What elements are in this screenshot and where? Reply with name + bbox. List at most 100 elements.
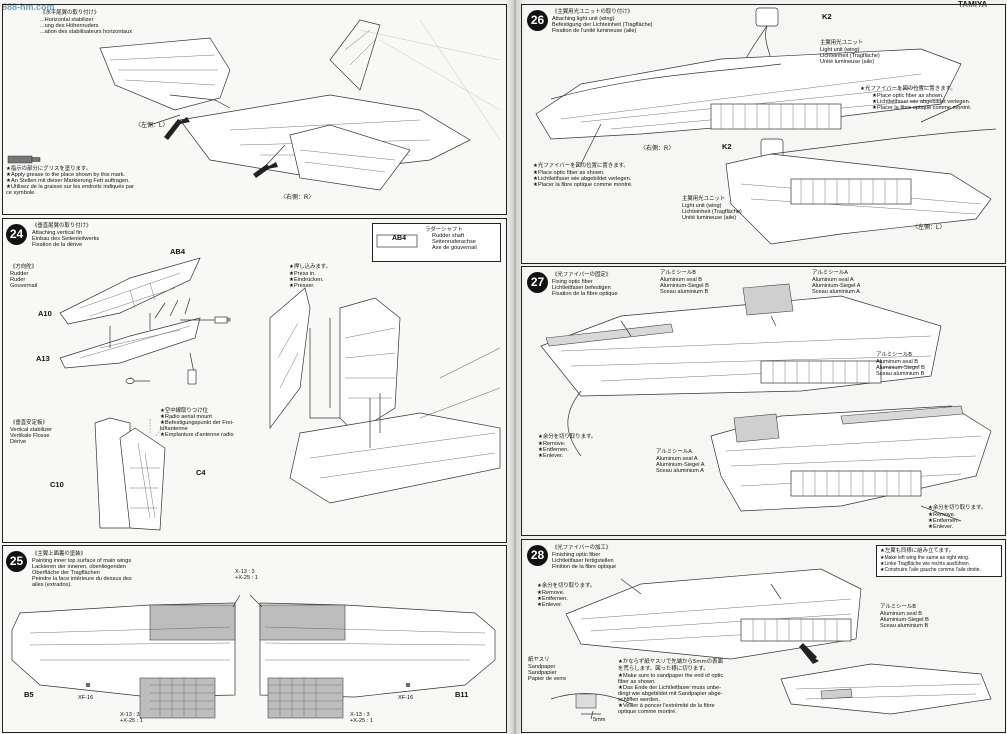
rudder-en: Rudder: [10, 271, 29, 277]
press-en: ★Press in.: [289, 271, 316, 277]
stab-jp: 《垂直安定板》: [10, 420, 48, 426]
step-28-sealb-jp: アルミシールB: [880, 604, 916, 610]
step-25-title-en: Painting inner top surface of main wings: [32, 558, 132, 564]
fiber2-en: ★Place optic fiber as shown.: [533, 170, 605, 176]
unit2-de: Lichteinheit (Tragfläche): [682, 209, 742, 215]
step-25-title-de2: Oberfläche der Tragflächen: [32, 570, 100, 576]
sandpaper-fr: Papier de verre: [528, 676, 567, 682]
step-24-title-fr: Fixation de la dérive: [32, 242, 83, 248]
step-27-title-jp: 《光ファイバーの固定》: [552, 272, 612, 278]
remove-en: ★Remove.: [538, 441, 566, 447]
left-wing-note-jp: ★左翼も同様に組み立てます。: [880, 548, 955, 554]
mix1-b: +X-25 : 1: [235, 575, 258, 581]
part-c10: C10: [50, 480, 64, 489]
sealb2-en: Aluminum seal B: [876, 359, 918, 365]
step-27-title-en: Fixing optic fiber: [552, 279, 593, 285]
press-jp: ★押し込みます。: [289, 264, 332, 270]
mix2-b: +X-25 : 1: [120, 718, 143, 724]
sandpaper-jp: 紙ヤスリ: [528, 657, 550, 663]
step-top-title-en: ...Horizontal stabilizer: [40, 17, 94, 23]
stab-fr: Dérive: [10, 439, 27, 445]
unit2-jp: 主翼用光ユニット: [682, 196, 726, 202]
part-a10: A10: [38, 309, 52, 318]
fiber-de: ★Lichtleitfaser wie abgebildet verlegen.: [872, 99, 971, 105]
unit2-en: Light unit (wing): [682, 203, 722, 209]
measure-5mm: 5mm: [593, 717, 606, 723]
sandnote-fr: ★Veiller à poncer l'extrémité de la fibr…: [618, 703, 715, 709]
sealb2-fr: Sceau aluminium B: [876, 371, 925, 377]
step-24-title-jp: 《垂直尾翼の取り付け》: [32, 223, 92, 229]
step-26-side-l: 〈左側：L〉: [912, 225, 946, 231]
remove-de: ★Entfernen.: [538, 447, 569, 453]
part-c4: C4: [196, 468, 206, 477]
step-25-title-de: Lackieren der inneren, obenliegenden: [32, 564, 126, 570]
left-wing-note-en: ★Make left wing the same as right wing.: [880, 555, 970, 561]
step-24-panel: [2, 218, 507, 543]
page-gutter: [505, 0, 525, 734]
rudder-de: Ruder: [10, 277, 26, 283]
step-top-note-de: ★An Stellen mit dieser Markierung Fett a…: [6, 178, 130, 184]
left-wing-note-de: ★Linke Tragfläche wie rechts ausführen.: [880, 561, 971, 567]
part-b5: B5: [24, 690, 34, 699]
mix2-a: X-13 : 3: [120, 712, 140, 718]
sealb-jp: アルミシールB: [660, 270, 696, 276]
aerial-de: ★Befestigungspunkt der Frei-: [160, 420, 234, 426]
seala2-en: Aluminum seal A: [656, 456, 698, 462]
rudder-fr: Gouvernail: [10, 283, 38, 289]
sandnote-de3: schliffen werden.: [618, 697, 660, 703]
seala-jp: アルミシールA: [812, 270, 848, 276]
step-26-number: 26: [527, 10, 548, 31]
step-26-title-en: Attaching light unit (wing): [552, 16, 615, 22]
seala2-de: Aluminium-Siegel A: [656, 462, 705, 468]
step-28-title-en: Finishing optic fiber: [552, 552, 601, 558]
stab-de: Vertikale Flosse: [10, 433, 50, 439]
step-28-remove-fr: ★Enlever.: [537, 602, 563, 608]
part-num-8: ⑧: [226, 318, 232, 324]
step-top-note-fr2: ce symbole.: [6, 190, 36, 196]
sandnote-jp2: を荒らします。図った様に切ります。: [618, 666, 709, 672]
step-26-title-fr: Fixation de l'unité lumineuse (aile): [552, 28, 637, 34]
step-28-number: 28: [527, 545, 548, 566]
step-27-title-fr: Fixation de la fibre optique: [552, 291, 618, 297]
rudder-shaft-part: AB4: [392, 235, 407, 242]
step-top-side-l: 〈左側：L〉: [135, 123, 169, 129]
light-unit-diagram: [535, 7, 997, 245]
press-fr: ★Presser.: [289, 283, 315, 289]
fiber-fr: ★Placer la fibre optique comme montré.: [872, 105, 972, 111]
stab-en: Vertical stabilizer: [10, 427, 52, 433]
sealb-de: Aluminium-Siegel B: [660, 283, 709, 289]
rudder-shaft-de: Seitenruderachse: [432, 239, 476, 245]
fiber2-jp: ★光ファイバーを図の位置に置きます。: [533, 163, 629, 169]
watermark-logo: 888-hm.com: [2, 2, 55, 12]
unit-fr: Unité lumineuse (aile): [820, 59, 875, 65]
part-ab4: AB4: [170, 247, 186, 256]
aerial-jp: ★空中線取りつけ位: [160, 408, 209, 414]
unit-jp: 主翼用光ユニット: [820, 40, 864, 46]
mix3-b: +X-25 : 1: [350, 718, 373, 724]
seala-fr: Sceau aluminium A: [812, 289, 860, 295]
k2-bottom: K2: [722, 142, 732, 151]
mix1-a: X-13 : 3: [235, 569, 255, 575]
step-top-note-en: ★Apply grease to the place shown by this…: [6, 172, 126, 178]
step-26-title-de: Befestigung der Lichteinheit (Tragfläche…: [552, 22, 653, 28]
step-26-side-r: 〈右側：R〉: [640, 146, 675, 152]
sandnote-fr2: optique comme montré.: [618, 709, 677, 715]
sealb2-jp: アルミシールB: [876, 352, 912, 358]
step-top-title-jp: 《水平尾翼の取り付け》: [40, 10, 100, 16]
seala-de: Aluminium-Siegel A: [812, 283, 861, 289]
step-25-title-fr: Peindre la face intérieure du dessus des: [32, 576, 132, 582]
rudder-shaft-icon: [376, 234, 418, 248]
sealb-fr: Sceau aluminium B: [660, 289, 709, 295]
aerial-de2: luftantenne: [160, 426, 188, 432]
step-top-note-fr: ★Utilisez de la graisse sur les endroits…: [6, 184, 134, 190]
unit-de: Lichteinheit (Tragfläche): [820, 53, 880, 59]
vertical-fin-diagram: [59, 257, 501, 531]
step-top-title-fr: ...ation des stabilisateurs horizontaux: [40, 29, 133, 35]
unit-en: Light unit (wing): [820, 47, 860, 53]
step-24-number: 24: [6, 224, 27, 245]
step-top-note-jp: ★指示の部分にグリスを塗ります。: [6, 166, 92, 172]
rudder-shaft-jp: ラダーシャフト: [425, 227, 463, 233]
fiber-en: ★Place optic fiber as shown.: [872, 93, 944, 99]
step-28-sealb-fr: Sceau aluminium B: [880, 623, 929, 629]
sandpaper-en: Sandpaper: [528, 664, 556, 670]
